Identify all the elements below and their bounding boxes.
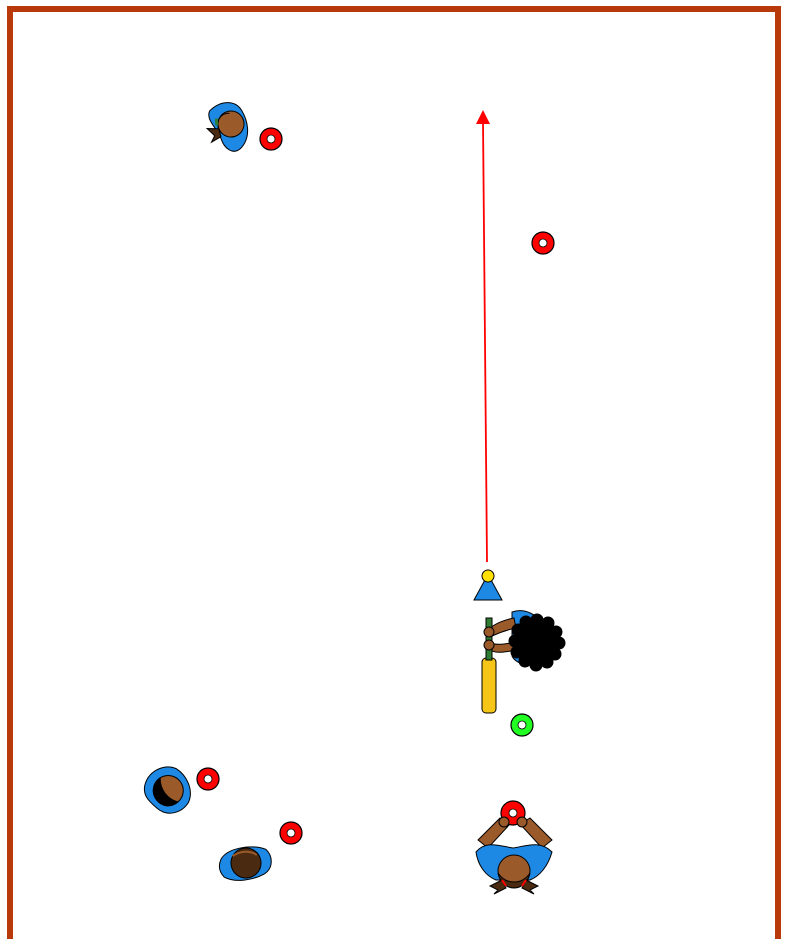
stump-cone-icon (473, 569, 503, 601)
bowler-icon (475, 800, 553, 895)
pitch-border (7, 6, 781, 939)
red-cone-marker (259, 127, 283, 151)
batter-icon (481, 610, 566, 714)
red-cone-marker (279, 821, 303, 845)
red-cone-marker (196, 767, 220, 791)
fielder-bottom-left-2-player-icon (218, 846, 272, 881)
red-cone-marker (531, 231, 555, 255)
green-cone-marker (510, 713, 534, 737)
fielder-top-left-player-icon (205, 102, 249, 152)
ball-direction-arrow-icon (476, 110, 490, 563)
fielder-bottom-left-1-player-icon (143, 766, 191, 814)
curly-hair-icon (508, 613, 566, 672)
bat-icon (481, 657, 497, 714)
